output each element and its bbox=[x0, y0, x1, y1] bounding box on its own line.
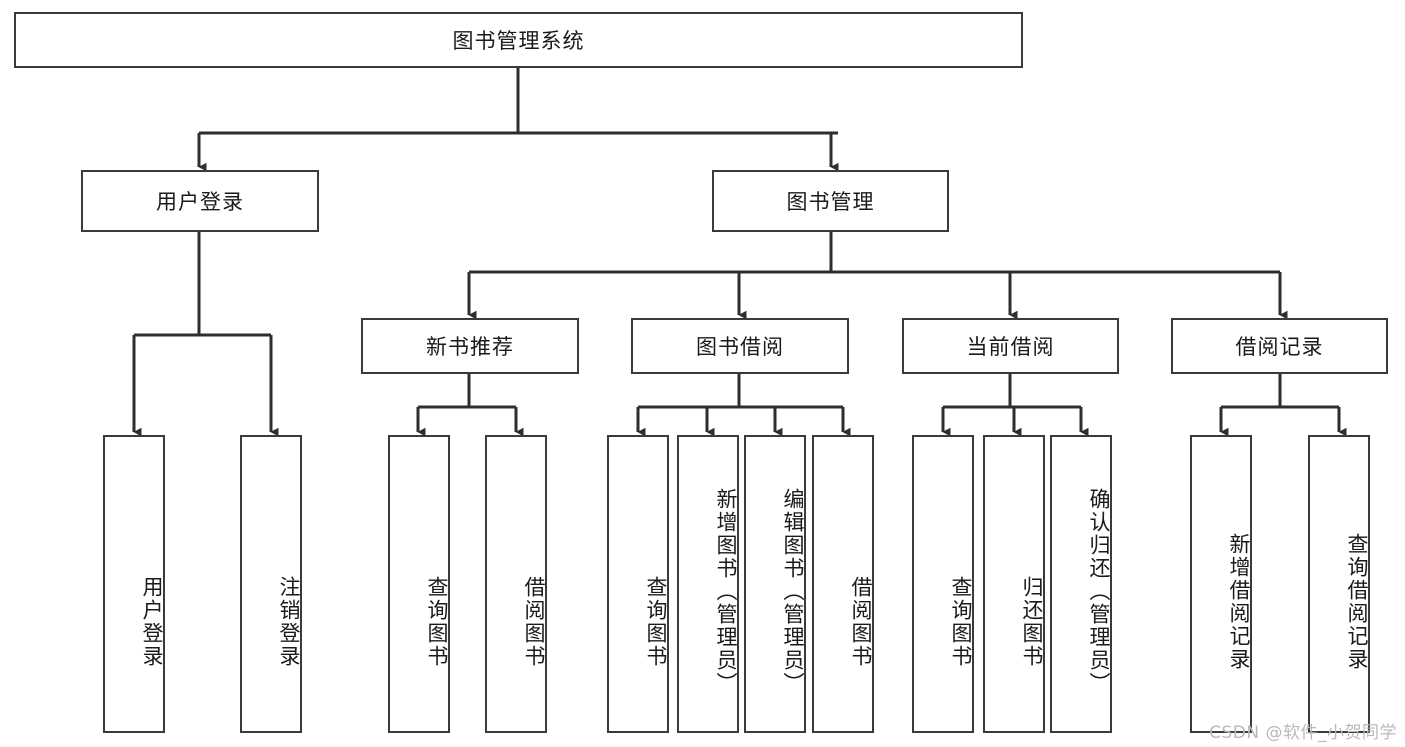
leaf-logout-label: 注销登录 bbox=[277, 576, 301, 668]
leaf-query-borrow-record[interactable]: 查询借阅记录 bbox=[1308, 435, 1370, 733]
node-current-borrow[interactable]: 当前借阅 bbox=[902, 318, 1119, 374]
watermark: CSDN @软件_小贺同学 bbox=[1209, 723, 1397, 743]
leaf-add-borrow-record-label: 新增借阅记录 bbox=[1227, 533, 1251, 671]
leaf-query-books-new[interactable]: 查询图书 bbox=[388, 435, 450, 733]
leaf-confirm-return-admin-label: 确认归还（管理员） bbox=[1087, 487, 1111, 695]
leaf-user-login[interactable]: 用户登录 bbox=[103, 435, 165, 733]
node-book-management[interactable]: 图书管理 bbox=[712, 170, 949, 232]
node-borrow-records-label: 借阅记录 bbox=[1235, 335, 1324, 359]
leaf-edit-book-admin-label: 编辑图书（管理员） bbox=[781, 487, 805, 695]
leaf-return-books-label: 归还图书 bbox=[1020, 576, 1044, 668]
leaf-query-books-new-label: 查询图书 bbox=[425, 576, 449, 668]
leaf-borrow-books-borrow-label: 借阅图书 bbox=[849, 576, 873, 668]
node-user-login-label: 用户登录 bbox=[156, 190, 244, 214]
leaf-query-borrow-record-label: 查询借阅记录 bbox=[1345, 533, 1369, 671]
node-current-borrow-label: 当前借阅 bbox=[966, 335, 1055, 359]
leaf-query-books-borrow[interactable]: 查询图书 bbox=[607, 435, 669, 733]
node-new-book-recommend-label: 新书推荐 bbox=[426, 335, 514, 359]
leaf-borrow-books-new[interactable]: 借阅图书 bbox=[485, 435, 547, 733]
node-book-borrow-label: 图书借阅 bbox=[696, 335, 784, 359]
leaf-add-book-admin-label: 新增图书（管理员） bbox=[714, 487, 738, 695]
node-book-management-label: 图书管理 bbox=[786, 190, 875, 214]
leaf-add-borrow-record[interactable]: 新增借阅记录 bbox=[1190, 435, 1252, 733]
leaf-borrow-books-new-label: 借阅图书 bbox=[522, 576, 546, 668]
node-root[interactable]: 图书管理系统 bbox=[14, 12, 1023, 68]
leaf-logout[interactable]: 注销登录 bbox=[240, 435, 302, 733]
leaf-query-books-borrow-label: 查询图书 bbox=[644, 576, 668, 668]
node-new-book-recommend[interactable]: 新书推荐 bbox=[361, 318, 579, 374]
leaf-edit-book-admin[interactable]: 编辑图书（管理员） bbox=[744, 435, 806, 733]
leaf-return-books[interactable]: 归还图书 bbox=[983, 435, 1045, 733]
leaf-query-books-current[interactable]: 查询图书 bbox=[912, 435, 974, 733]
node-borrow-records[interactable]: 借阅记录 bbox=[1171, 318, 1388, 374]
leaf-borrow-books-borrow[interactable]: 借阅图书 bbox=[812, 435, 874, 733]
node-root-label: 图书管理系统 bbox=[452, 29, 585, 53]
node-user-login[interactable]: 用户登录 bbox=[81, 170, 319, 232]
leaf-add-book-admin[interactable]: 新增图书（管理员） bbox=[677, 435, 739, 733]
node-book-borrow[interactable]: 图书借阅 bbox=[631, 318, 849, 374]
leaf-query-books-current-label: 查询图书 bbox=[949, 576, 973, 668]
leaf-user-login-label: 用户登录 bbox=[140, 576, 164, 668]
leaf-confirm-return-admin[interactable]: 确认归还（管理员） bbox=[1050, 435, 1112, 733]
